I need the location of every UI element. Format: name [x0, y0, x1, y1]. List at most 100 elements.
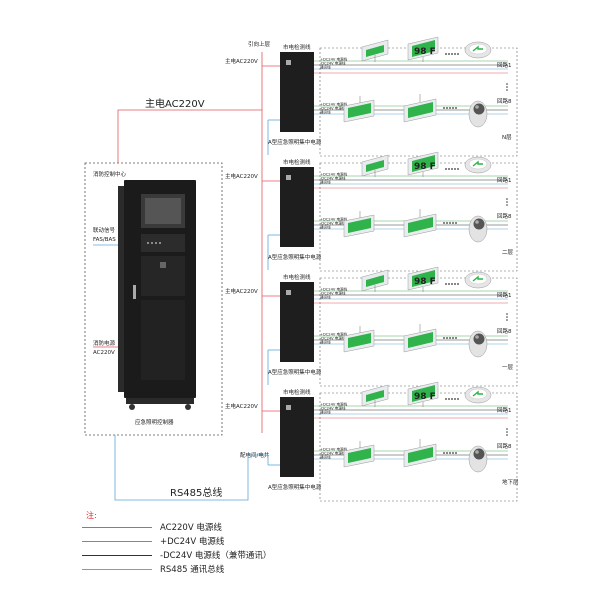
- ellipsis-dot: [448, 398, 450, 400]
- circuit-wire-label: +DC24V 电源线: [320, 56, 348, 61]
- ellipsis-dot: [457, 398, 459, 400]
- ellipsis-dot: [506, 316, 508, 318]
- floor-indicator-text: 98 F: [414, 47, 436, 57]
- ellipsis-dot: [506, 431, 508, 433]
- circuit-wire-label: -DC24V 电源线: [320, 175, 346, 180]
- linkage-signal-label: 联动信号: [93, 226, 116, 234]
- circuit-wire-label: 通讯线: [320, 409, 331, 414]
- ellipsis-dot: [455, 107, 457, 109]
- legend-label: -DC24V 电源线（兼带通讯）: [160, 551, 272, 561]
- main-ac-trunk: [117, 109, 262, 163]
- circuit-label: 回路8: [497, 212, 512, 220]
- control-center-title: 消防控制中心: [93, 170, 127, 178]
- ellipsis-dot: [506, 319, 508, 321]
- ellipsis-dot: [443, 222, 445, 224]
- exit-sign-left-icon: [343, 326, 375, 353]
- circuit-wire-label: +DC24V 电源线: [320, 286, 348, 291]
- exit-sign-icon: [361, 269, 389, 292]
- rs485-bus: [114, 435, 268, 501]
- mains-monitor-label: 市电检测线: [283, 158, 311, 166]
- control-center-box: [84, 162, 223, 436]
- legend-item: AC220V 电源线: [82, 521, 442, 535]
- power-box-indicator: [286, 405, 291, 410]
- floor-indicator-icon: 98 F: [407, 381, 439, 407]
- ellipsis-dot: [455, 452, 457, 454]
- ellipsis-dot: [457, 168, 459, 170]
- central-power-box: [280, 282, 314, 362]
- power-box-label: A型应急照明集中电源: [268, 253, 322, 261]
- legend-swatch: [82, 527, 152, 528]
- floor-main-ac-label: 主电AC220V: [225, 402, 258, 410]
- circuit-wire-label: 通讯线: [320, 64, 331, 69]
- circuit-wire-label: -DC24V 电源线: [320, 105, 346, 110]
- ellipsis-dot: [445, 283, 447, 285]
- ellipsis-dot: [506, 86, 508, 88]
- floor-label: 地下层: [502, 478, 519, 486]
- circuit-label: 回路8: [497, 97, 512, 105]
- ellipsis-dot: [451, 53, 453, 55]
- exit-sign-left-icon: [403, 209, 437, 238]
- circuit-wire-label: -DC24V 电源线: [320, 220, 346, 225]
- ellipsis-dot: [506, 83, 508, 85]
- exit-sign-left-icon: [403, 439, 437, 468]
- ellipsis-dot: [451, 398, 453, 400]
- emergency-light-icon: [468, 215, 488, 243]
- exit-sign-icon: [361, 39, 389, 62]
- ellipsis-dot: [446, 222, 448, 224]
- floor-indicator-text: 98 F: [414, 392, 436, 402]
- circuit-label: 回路8: [497, 327, 512, 335]
- exit-sign-left-icon: [343, 96, 375, 123]
- ellipsis-dot: [506, 313, 508, 315]
- ellipsis-dot: [446, 337, 448, 339]
- ellipsis-dot: [506, 204, 508, 206]
- floor-indicator-text: 98 F: [414, 277, 436, 287]
- circuit-wire-label: -DC24V 电源线: [320, 405, 346, 410]
- ellipsis-dot: [457, 283, 459, 285]
- ceiling-exit-light-icon: [464, 386, 492, 404]
- legend-label: +DC24V 电源线: [160, 537, 225, 547]
- circuit-label: 回路1: [497, 176, 512, 184]
- floor-indicator-icon: 98 F: [407, 266, 439, 292]
- emergency-light-icon: [468, 445, 488, 473]
- ellipsis-dot: [451, 283, 453, 285]
- exit-sign-icon: [361, 384, 389, 407]
- floor-main-ac-label: 主电AC220V: [225, 287, 258, 295]
- ellipsis-dot: [446, 107, 448, 109]
- circuit-label: 回路8: [497, 442, 512, 450]
- exit-sign-left-icon: [403, 94, 437, 123]
- ellipsis-dot: [449, 107, 451, 109]
- floor-main-ac-label: 主电AC220V: [225, 172, 258, 180]
- exit-sign-icon: [361, 154, 389, 177]
- ellipsis-dot: [455, 337, 457, 339]
- main-ac-label: 主电AC220V: [145, 97, 205, 110]
- floor-indicator-text: 98 F: [414, 162, 436, 172]
- circuit-wire-label: -DC24V 电源线: [320, 450, 346, 455]
- exit-sign-left-icon: [403, 324, 437, 353]
- mains-monitor-label: 市电检测线: [283, 273, 311, 281]
- ellipsis-dot: [449, 222, 451, 224]
- legend-item: -DC24V 电源线（兼带通讯）: [82, 549, 442, 563]
- linkage-signal-sub: FAS/BAS: [93, 237, 116, 243]
- floor-indicator-icon: 98 F: [407, 36, 439, 62]
- ellipsis-dot: [451, 168, 453, 170]
- legend-item: +DC24V 电源线: [82, 535, 442, 549]
- ellipsis-dot: [448, 283, 450, 285]
- central-power-box: [280, 397, 314, 477]
- power-box-label: A型应急照明集中电源: [268, 138, 322, 146]
- ellipsis-dot: [452, 107, 454, 109]
- exit-sign-left-icon: [343, 211, 375, 238]
- legend-label: RS485 通讯总线: [160, 565, 225, 575]
- power-box-indicator: [286, 175, 291, 180]
- fire-power-sub: AC220V: [93, 350, 115, 356]
- mains-monitor-label: 市电检测线: [283, 388, 311, 396]
- legend-note: 注:: [86, 511, 97, 520]
- ceiling-exit-light-icon: [464, 271, 492, 289]
- legend-item: RS485 通讯总线: [82, 563, 442, 577]
- circuit-wire-label: 通讯线: [320, 224, 331, 229]
- floor-label: 二层: [502, 249, 514, 256]
- legend-label: AC220V 电源线: [160, 523, 222, 533]
- circuit-wire-label: +DC24V 电源线: [320, 446, 348, 451]
